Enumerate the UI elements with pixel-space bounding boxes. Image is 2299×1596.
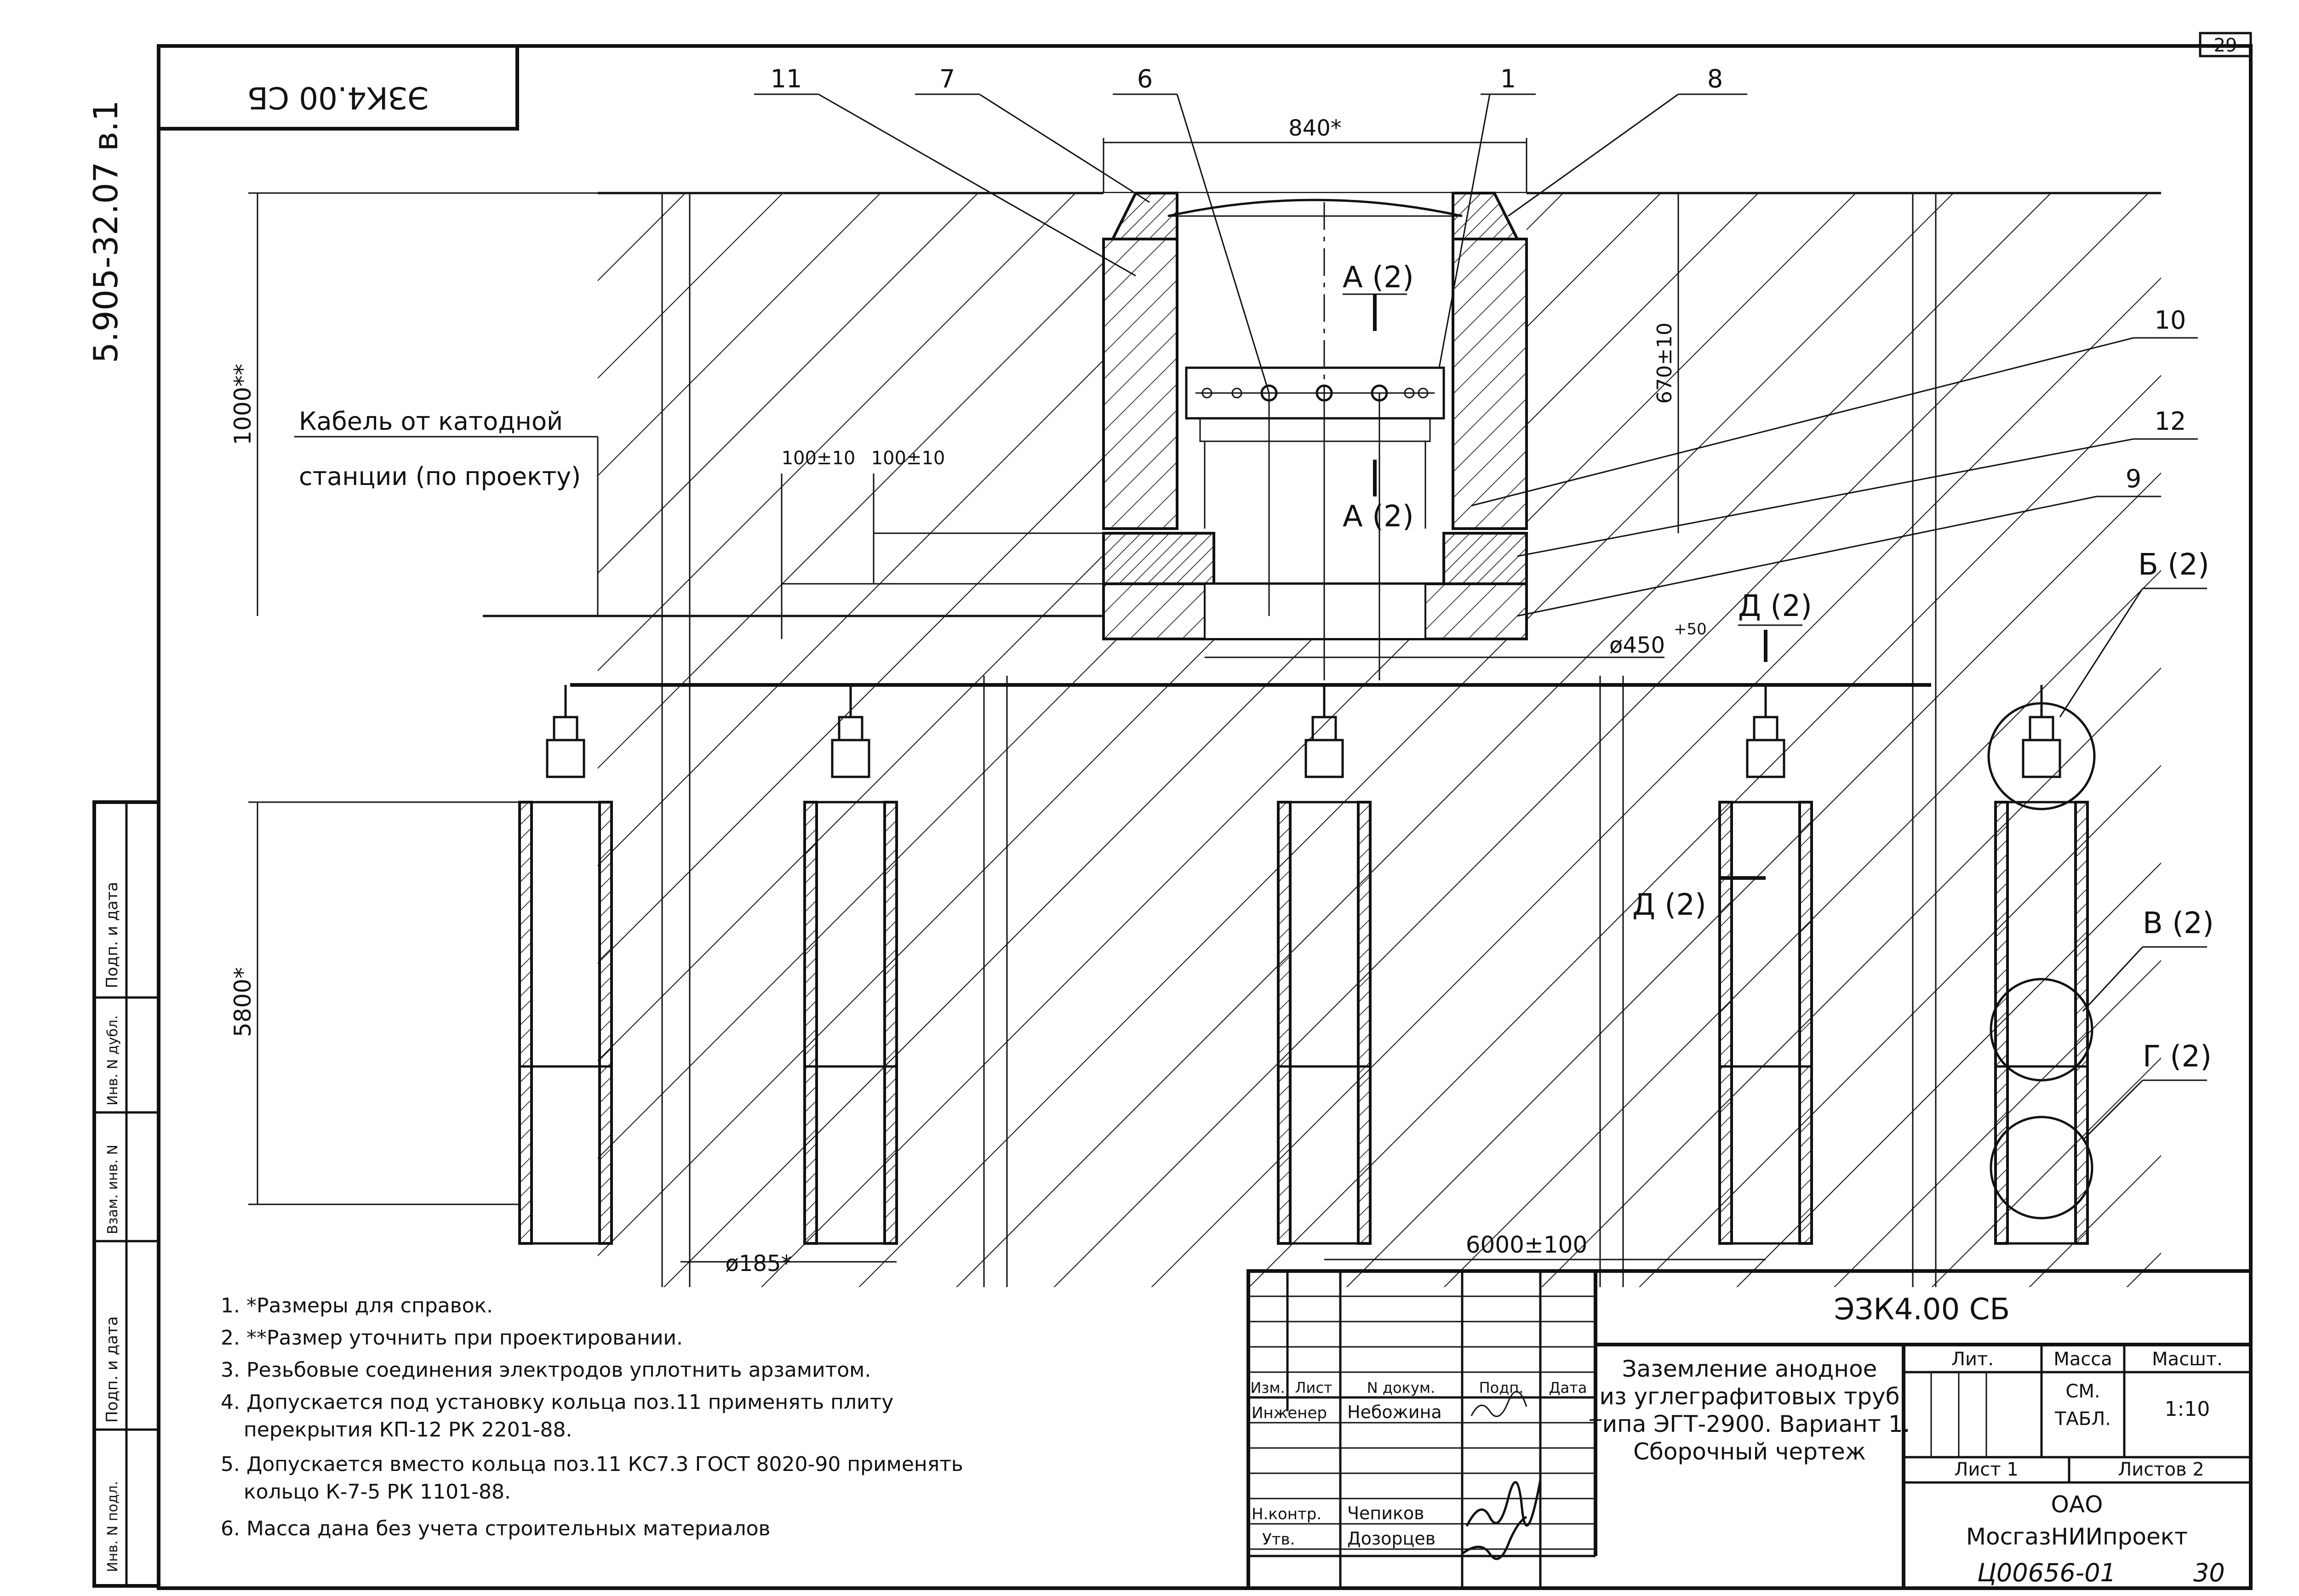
cable-label-line1: Кабель от катодной <box>299 407 563 436</box>
left-strip: Подп. и дата Инв. N дубл. Взам. инв. N П… <box>92 800 160 1588</box>
stamp-box <box>157 44 519 131</box>
dim-gap2: 100±10 <box>871 448 945 469</box>
dim-185: ø185* <box>726 1251 792 1277</box>
title-line-4: Сборочный чертеж <box>1633 1438 1866 1465</box>
dim-450-tol: +50 <box>1674 620 1707 638</box>
note-5-cont: кольцо К-7-5 РК 1101-88. <box>244 1480 511 1504</box>
dim-5800: 5800* <box>229 967 256 1037</box>
org-line-1: ОАО <box>2051 1491 2103 1518</box>
scale-label: Масшт. <box>2152 1349 2223 1370</box>
section-a-top: А (2) <box>1343 261 1414 295</box>
strip-label-sign-date-2: Подп. и дата <box>103 1316 121 1423</box>
anode-4 <box>1718 716 1813 1245</box>
handwritten-number: Ц00656-01 <box>1977 1558 2116 1587</box>
strip-label-dup-inv: Инв. N дубл. <box>105 1015 121 1106</box>
role-norm-control: Н.контр. <box>1252 1505 1321 1523</box>
handwritten-sheet: 30 <box>2193 1558 2225 1587</box>
note-6: 6. Масса дана без учета строительных мат… <box>221 1517 770 1540</box>
manhole <box>1102 192 1528 680</box>
name-engineer: Небожина <box>1347 1402 1442 1422</box>
name-approved: Дозорцев <box>1347 1528 1435 1549</box>
strip-label-orig-inv: Инв. N подл. <box>105 1481 121 1572</box>
callout-6: 6 <box>1137 64 1153 93</box>
col-list: Лист <box>1295 1379 1332 1396</box>
role-approved: Утв. <box>1262 1530 1295 1549</box>
lit-label: Лит. <box>1951 1349 1994 1370</box>
dim-450: ø450 <box>1609 633 1665 658</box>
dim-670: 670±10 <box>1653 323 1676 404</box>
signature-norm-control <box>1465 1480 1542 1527</box>
note-1: 1. *Размеры для справок. <box>221 1294 493 1317</box>
callout-10: 10 <box>2155 306 2186 335</box>
stamp-code: ЭЗК4.00 СБ <box>247 80 429 115</box>
sheet-label: Лист 1 <box>1954 1459 2019 1480</box>
page-number: 29 <box>2214 35 2237 56</box>
mass-label: Масса <box>2053 1349 2112 1370</box>
notes: 1. *Размеры для справок. 2. **Размер уто… <box>221 1294 963 1540</box>
scale-value: 1:10 <box>2165 1397 2210 1421</box>
anode-connectors <box>564 685 2043 717</box>
title-block: Изм. Лист N докум. Подп. Дата Инженер Не… <box>1247 1269 2253 1590</box>
anode-2 <box>803 716 898 1245</box>
note-5: 5. Допускается вместо кольца поз.11 КС7.… <box>221 1453 963 1476</box>
dim-1000: 1000** <box>229 364 256 445</box>
dim-840: 840* <box>1288 115 1342 141</box>
anode-5 <box>1987 702 2096 1245</box>
callout-11: 11 <box>771 64 802 93</box>
note-2: 2. **Размер уточнить при проектировании. <box>221 1326 683 1350</box>
dim-gap1: 100±10 <box>782 448 856 469</box>
sheets-label: Листов 2 <box>2118 1459 2204 1480</box>
cable-label-line2: станции (по проекту) <box>299 462 581 491</box>
role-engineer: Инженер <box>1252 1404 1327 1422</box>
signature-engineer <box>1470 1391 1527 1417</box>
title-line-1: Заземление анодное <box>1622 1356 1877 1382</box>
col-date: Дата <box>1549 1379 1587 1396</box>
callouts: 11 7 6 1 8 10 12 9 <box>754 64 2198 617</box>
callout-8: 8 <box>1707 64 1723 93</box>
title-line-3: типа ЭГТ-2900. Вариант 1. <box>1589 1411 1910 1437</box>
section-d-left: Д (2) <box>1632 888 1706 922</box>
note-3: 3. Резьбовые соединения электродов уплот… <box>221 1358 871 1382</box>
dim-6000: 6000±100 <box>1466 1231 1588 1258</box>
mass-value-1: СМ. <box>2065 1381 2100 1402</box>
callout-1: 1 <box>1500 64 1516 93</box>
side-code: 5.905-32.07 в.1 <box>86 100 125 363</box>
break-lines <box>661 193 1937 1287</box>
section-b: Б (2) <box>2138 548 2209 582</box>
callout-7: 7 <box>939 64 955 93</box>
page-number-box <box>2199 32 2252 57</box>
anode-3 <box>1277 716 1372 1245</box>
col-doc: N докум. <box>1367 1379 1435 1396</box>
col-izm: Изм. <box>1250 1379 1285 1396</box>
note-4: 4. Допускается под установку кольца поз.… <box>221 1391 893 1414</box>
mass-value-2: ТАБЛ. <box>2054 1408 2111 1430</box>
callout-12: 12 <box>2155 407 2186 436</box>
section-d-right: Д (2) <box>1738 589 1812 623</box>
note-4-cont: перекрытия КП-12 РК 2201-88. <box>244 1418 572 1442</box>
org-line-2: МосгазНИИпроект <box>1966 1523 2188 1550</box>
title-code: ЭЗК4.00 СБ <box>1834 1293 2010 1327</box>
section-marks: А (2) А (2) Д (2) Д (2) Б (2) В (2) Г (2… <box>1343 261 2214 1141</box>
section-v: В (2) <box>2143 906 2214 940</box>
name-norm-control: Чепиков <box>1347 1503 1424 1523</box>
strip-label-sign-date-1: Подп. и дата <box>103 882 121 988</box>
section-g: Г (2) <box>2143 1040 2212 1074</box>
col-sign: Подп. <box>1479 1379 1524 1396</box>
title-line-2: из углеграфитовых труб <box>1600 1383 1900 1410</box>
section-a-bottom: А (2) <box>1343 500 1414 534</box>
dimensions: 840* 670±10 1000** 100±10 100±10 ø450 +5… <box>229 115 1766 1277</box>
callout-9: 9 <box>2126 464 2141 493</box>
strip-label-repl-inv: Взам. инв. N <box>105 1145 121 1234</box>
signature-approved <box>1461 1516 1527 1560</box>
